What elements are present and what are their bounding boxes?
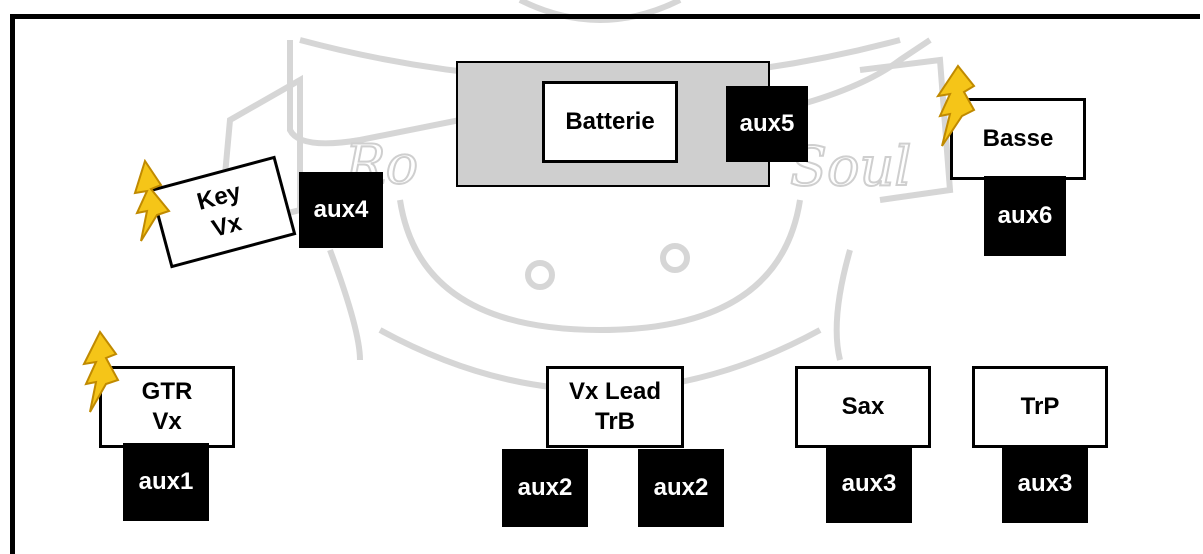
trp-box: TrP bbox=[972, 366, 1108, 448]
aux5-box: aux5 bbox=[726, 86, 808, 162]
aux3-trp-box: aux3 bbox=[1002, 445, 1088, 523]
stage-outline bbox=[10, 14, 1200, 554]
aux6-box: aux6 bbox=[984, 176, 1066, 256]
basse-box: Basse bbox=[950, 98, 1086, 180]
watermark-text-right: Soul bbox=[790, 135, 912, 198]
aux2-right-box: aux2 bbox=[638, 449, 724, 527]
aux4-box: aux4 bbox=[299, 172, 383, 248]
aux3-sax-box: aux3 bbox=[826, 445, 912, 523]
lightning-bolt-icon bbox=[133, 159, 171, 242]
gtr-vx-box: GTR Vx bbox=[99, 366, 235, 448]
batterie-box: Batterie bbox=[542, 81, 678, 163]
aux2-left-box: aux2 bbox=[502, 449, 588, 527]
aux1-box: aux1 bbox=[123, 443, 209, 521]
lightning-bolt-icon bbox=[82, 330, 120, 413]
vx-lead-trb-box: Vx Lead TrB bbox=[546, 366, 684, 448]
lightning-bolt-icon bbox=[935, 64, 976, 147]
sax-box: Sax bbox=[795, 366, 931, 448]
